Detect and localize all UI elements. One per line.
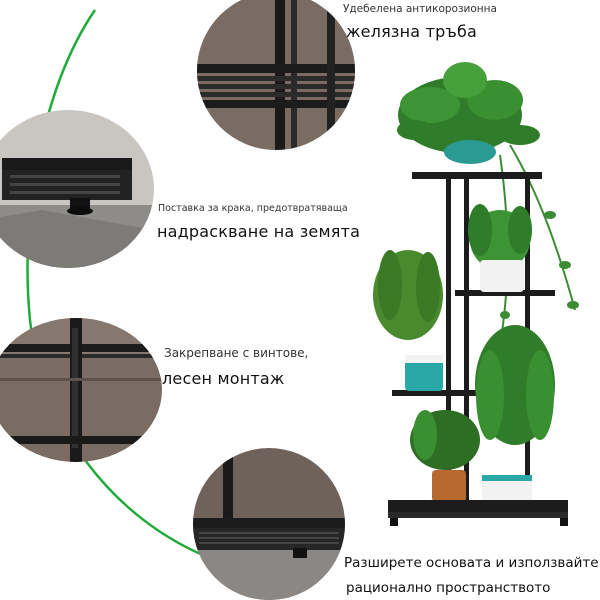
screw-joint-closeup-image: [0, 318, 162, 462]
foot-pad-closeup-image: [0, 110, 154, 268]
plant-stand-image: [373, 62, 579, 526]
base-closeup-image: [193, 448, 345, 600]
feature-1-caption-big: желязна тръба: [346, 22, 478, 41]
feature-4-caption-line-2: рационално пространството: [346, 580, 551, 596]
feature-4-caption-line-1: Разширете основата и използвайте: [344, 555, 599, 571]
feature-1-caption-small: Удебелена антикорозионна: [343, 3, 497, 15]
feature-3-caption-big: лесен монтаж: [162, 369, 285, 388]
feature-2-caption-small: Поставка за крака, предотвратяваща: [158, 203, 348, 214]
feature-2-caption-big: надраскване на земята: [157, 222, 361, 241]
feature-3-caption-small: Закрепване с винтове,: [164, 346, 309, 360]
pipe-closeup-image: [197, 0, 355, 150]
